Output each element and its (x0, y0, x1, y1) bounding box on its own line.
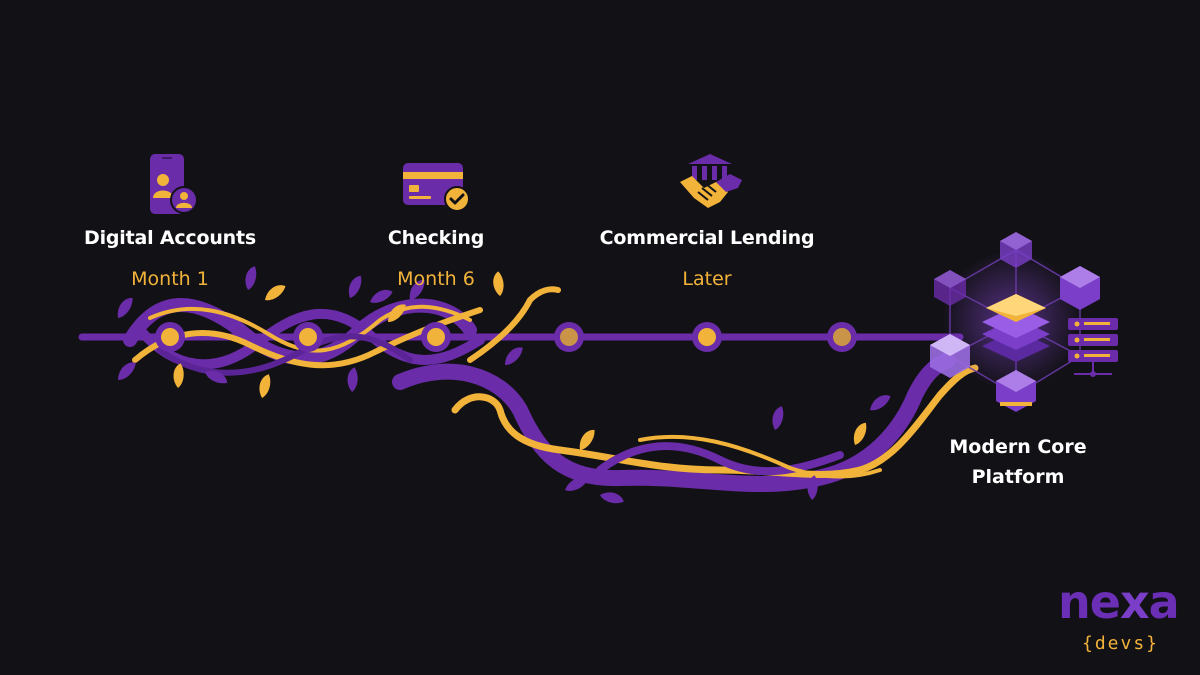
platform-label-line2: Platform (971, 466, 1065, 488)
timeline-dot (560, 328, 578, 346)
milestone-title-digital-accounts: Digital Accounts (84, 227, 256, 249)
growth-vine (392, 286, 979, 492)
milestone-title-commercial-lending: Commercial Lending (599, 227, 815, 249)
credit-card-check-icon (403, 163, 470, 212)
platform-label: Modern Core Platform (949, 432, 1086, 492)
timeline-dot (427, 328, 445, 346)
handshake-bank-icon (680, 154, 742, 208)
brand-logo: nexa (1058, 579, 1180, 625)
logo-word-b: a (1148, 575, 1180, 629)
timeline-dot (299, 328, 317, 346)
milestone-when-later: Later (682, 268, 732, 290)
cube-network-icon (930, 232, 1118, 412)
milestone-title-checking: Checking (387, 227, 485, 249)
brand-logo-sub: {devs} (1082, 633, 1160, 654)
server-icon (1068, 318, 1118, 377)
logo-word-a: ne (1058, 575, 1121, 629)
timeline-dot (698, 328, 716, 346)
platform-label-line1: Modern Core (949, 436, 1087, 458)
milestone-when-month-1: Month 1 (131, 268, 209, 290)
timeline-dot (161, 328, 179, 346)
core-stack (982, 294, 1050, 362)
milestone-when-month-6: Month 6 (397, 268, 475, 290)
timeline-dots (155, 322, 857, 352)
mobile-user-icon (150, 154, 198, 214)
timeline-dot (833, 328, 851, 346)
logo-word-x: x (1119, 575, 1150, 629)
